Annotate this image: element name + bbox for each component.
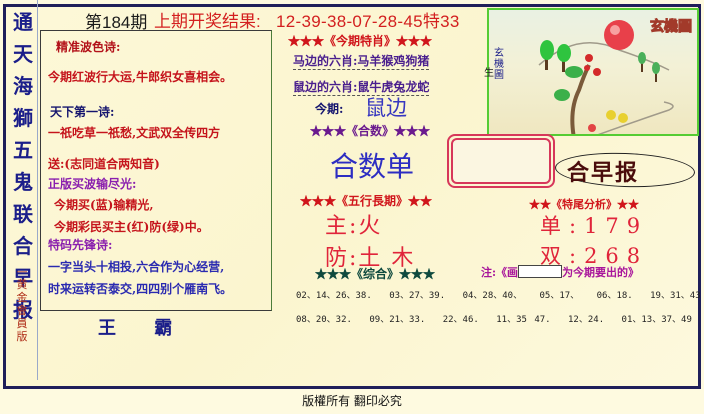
composite-title: ★★★《综合》★★★ [315,267,436,281]
composite-note: 注:《画 为今期要出的》 [481,264,639,280]
wave-poem-title: 精准波色诗: [56,40,121,54]
pioneer-poem-line: 一字当头十相投,六合作为心经营, [48,260,225,274]
wave-trap-title: 正版买波输尽光: [48,177,137,191]
note-blank-box [518,265,563,278]
scene-side-label: 玄機圖 [494,48,504,81]
wave-trap-line: 今期彩民买主(红)防(绿)中。 [54,220,209,234]
vertical-title: 通 天 海 獅 五 鬼 联 合 早 报 [8,6,38,326]
today-value: 鼠边 [365,96,407,120]
left-divider [37,0,38,380]
tail-analysis-title: ★★《特尾分析》★★ [529,198,639,211]
brand-title: 合早报 [567,160,640,186]
vertical-subtitle: —黄金會員版 [16,265,28,343]
rat-side-zodiac: 鼠边的六肖:鼠牛虎兔龙蛇 [293,80,430,96]
vertical-title-char: 五 [13,138,33,162]
number-group: 05、17、 [539,291,580,301]
tail-odd: 单:179 [540,214,649,238]
sum-number-title: ★★★《合数》★★★ [310,124,431,138]
number-group: 12、24. [568,315,605,325]
pioneer-poem-line: 时来运转否泰交,四四别个雁南飞。 [48,282,233,296]
note-prefix: 注:《画 [481,266,519,279]
vertical-title-char: 报 [13,298,33,322]
number-group: 03、27、39. [389,291,446,301]
five-elements-main: 主:火 [325,214,383,239]
special-zodiac-title: ★★★《今期特肖》★★★ [288,34,433,48]
pioneer-poem-title: 特码先锋诗: [48,238,113,252]
sum-number-value: 合数单 [330,150,415,183]
horse-side-zodiac: 马边的六肖:马羊猴鸡狗猪 [293,54,430,70]
mystery-image-panel: 玄機圖 [487,8,699,136]
scene-illustration-icon [538,20,674,134]
vertical-title-char: 联 [13,202,33,226]
number-group: 22、46. [442,315,479,325]
first-poem-title: 天下第一诗: [50,105,115,119]
five-elements-title: ★★★《五行長期》★★ [300,194,433,208]
last-result-value: 12-39-38-07-28-45特33 [276,12,460,31]
number-group: 08、20、32. [296,315,352,325]
number-group: 09、21、33. [369,315,426,325]
wave-poem-line: 今期红波行大运,牛郎织女喜相会。 [48,70,233,84]
copyright-footer: 版權所有 翻印必究 [302,394,402,408]
vertical-title-char: 通 [13,10,33,34]
vertical-title-char: 鬼 [13,170,33,194]
vertical-title-char: 獅 [13,106,33,130]
first-poem-line: 一祇吃草一祇愁,文武双全传四方 [48,126,221,140]
number-group: 19、31、43 [650,291,701,301]
tail-even: 双:268 [540,244,649,268]
number-group: 04、28、40、 [462,291,523,301]
vertical-title-char: 合 [13,234,33,258]
vertical-title-char: 天 [13,42,33,66]
scene-title: 玄機圖 [650,19,693,36]
last-result-label: 上期开奖结果: [154,12,261,31]
today-label: 今期: [315,102,344,116]
note-suffix: 为今期要出的》 [562,266,640,279]
number-group: 11、35 47. [496,315,551,325]
composite-row-2: 08、20、32. 09、21、33. 22、46. 11、35 47. 12、… [296,312,702,325]
five-elements-guard: 防:土 木 [325,246,416,271]
vertical-title-char: 海 [13,74,33,98]
pink-frame-outer [447,134,555,188]
issue-number: 第184期 [85,13,148,32]
scene-side-char: 生 [484,68,494,79]
number-group: 02、14、26、38. [296,291,372,301]
first-poem-line: 送:(志同道合两知音) [48,157,160,171]
number-group: 06、18. [596,291,633,301]
bottom-word: 王 霸 [98,318,189,339]
wave-trap-line: 今期买(蓝)输精光, [54,198,154,212]
poem-box [40,30,272,311]
number-group: 01、13、37、49 [621,315,692,325]
composite-row-1: 02、14、26、38. 03、27、39. 04、28、40、 05、17、 … [296,288,704,301]
pink-frame-inner [451,138,551,184]
vertical-title-char: 早 [13,266,33,290]
